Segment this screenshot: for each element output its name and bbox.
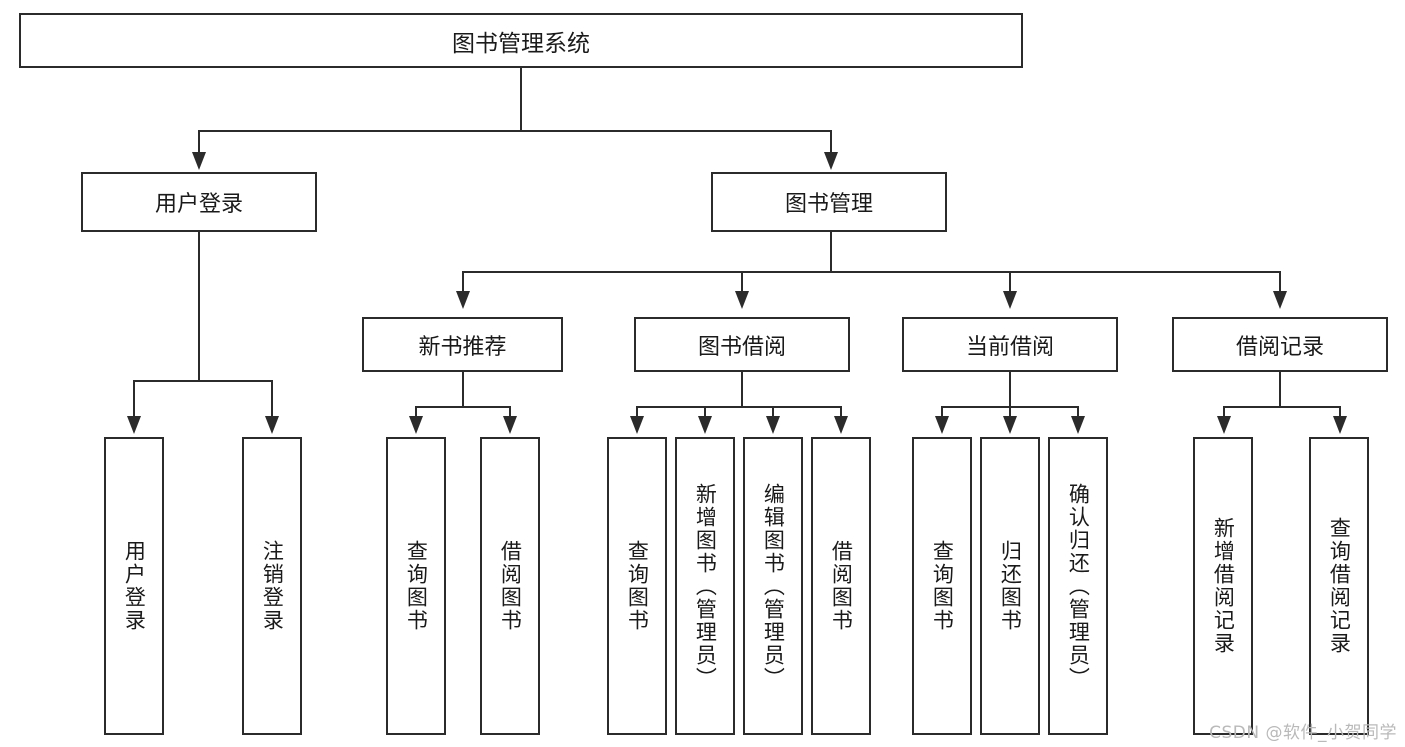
node-book-borrow-label: 图书借阅 (697, 334, 786, 360)
node-user-login[interactable]: 用户登录 (81, 172, 317, 232)
edge-book-mgmt-drop-2 (741, 271, 743, 295)
edge-current-borrow-drop-1 (941, 406, 943, 420)
leaf-book-borrow-2[interactable]: 新增图书（管理员） (675, 437, 735, 735)
arrow-book-mgmt-borrow-icon (735, 291, 749, 309)
arrow-current-borrow-leaf-2-icon (1003, 416, 1017, 434)
leaf-current-borrow-1[interactable]: 查询图书 (912, 437, 972, 735)
leaf-new-book-1[interactable]: 查询图书 (386, 437, 446, 735)
arrow-borrow-record-leaf-2-icon (1333, 416, 1347, 434)
leaf-user-login-2[interactable]: 注销登录 (242, 437, 302, 735)
node-current-borrow[interactable]: 当前借阅 (902, 317, 1118, 372)
arrow-book-mgmt-record-icon (1273, 291, 1287, 309)
arrow-book-borrow-leaf-4-icon (834, 416, 848, 434)
leaf-user-login-1-label: 用户登录 (122, 540, 147, 632)
edge-new-book-bus (415, 406, 511, 408)
arrow-book-mgmt-current-icon (1003, 291, 1017, 309)
edge-root-to-book-mgmt (830, 130, 832, 156)
leaf-book-borrow-2-label: 新增图书（管理员） (693, 482, 718, 690)
leaf-book-borrow-4-label: 借阅图书 (829, 540, 854, 632)
edge-borrow-record-stem (1279, 372, 1281, 406)
arrow-new-book-leaf-1-icon (409, 416, 423, 434)
node-borrow-record[interactable]: 借阅记录 (1172, 317, 1388, 372)
edge-book-borrow-drop-3 (772, 406, 774, 420)
edge-root-stem (520, 68, 522, 130)
leaf-current-borrow-3-label: 确认归还（管理员） (1066, 482, 1091, 690)
node-borrow-record-label: 借阅记录 (1235, 334, 1324, 360)
node-book-management[interactable]: 图书管理 (711, 172, 947, 232)
edge-user-login-drop-1 (133, 380, 135, 420)
arrow-user-login-leaf-1-icon (127, 416, 141, 434)
edge-current-borrow-drop-2 (1009, 406, 1011, 420)
arrow-current-borrow-leaf-3-icon (1071, 416, 1085, 434)
edge-borrow-record-bus (1223, 406, 1339, 408)
edge-book-mgmt-stem (830, 232, 832, 271)
arrow-current-borrow-leaf-1-icon (935, 416, 949, 434)
edge-book-mgmt-bus (462, 271, 1280, 273)
edge-book-borrow-bus (636, 406, 842, 408)
leaf-book-borrow-3[interactable]: 编辑图书（管理员） (743, 437, 803, 735)
edge-new-book-drop-1 (415, 406, 417, 420)
arrow-root-to-user-login-icon (192, 152, 206, 170)
node-root-system[interactable]: 图书管理系统 (19, 13, 1023, 68)
edge-user-login-drop-2 (271, 380, 273, 420)
leaf-new-book-2[interactable]: 借阅图书 (480, 437, 540, 735)
leaf-borrow-record-2-label: 查询借阅记录 (1327, 517, 1352, 655)
leaf-book-borrow-1-label: 查询图书 (625, 540, 650, 632)
leaf-borrow-record-2[interactable]: 查询借阅记录 (1309, 437, 1369, 735)
arrow-book-borrow-leaf-2-icon (698, 416, 712, 434)
leaf-book-borrow-3-label: 编辑图书（管理员） (761, 482, 786, 690)
edge-borrow-record-drop-2 (1339, 406, 1341, 420)
edge-book-mgmt-drop-1 (462, 271, 464, 295)
leaf-borrow-record-1-label: 新增借阅记录 (1211, 517, 1236, 655)
edge-new-book-drop-2 (509, 406, 511, 420)
arrow-new-book-leaf-2-icon (503, 416, 517, 434)
leaf-new-book-2-label: 借阅图书 (498, 540, 523, 632)
leaf-current-borrow-1-label: 查询图书 (930, 540, 955, 632)
arrow-user-login-leaf-2-icon (265, 416, 279, 434)
leaf-book-borrow-4[interactable]: 借阅图书 (811, 437, 871, 735)
edge-current-borrow-stem (1009, 372, 1011, 406)
leaf-user-login-2-label: 注销登录 (260, 540, 285, 632)
leaf-borrow-record-1[interactable]: 新增借阅记录 (1193, 437, 1253, 735)
edge-borrow-record-drop-1 (1223, 406, 1225, 420)
leaf-book-borrow-1[interactable]: 查询图书 (607, 437, 667, 735)
node-current-borrow-label: 当前借阅 (965, 334, 1054, 360)
node-book-management-label: 图书管理 (784, 192, 873, 217)
edge-book-mgmt-drop-4 (1279, 271, 1281, 295)
edge-new-book-stem (462, 372, 464, 406)
arrow-book-mgmt-new-book-icon (456, 291, 470, 309)
edge-book-borrow-drop-2 (704, 406, 706, 420)
edge-book-borrow-stem (741, 372, 743, 406)
arrow-root-to-book-mgmt-icon (824, 152, 838, 170)
edge-current-borrow-drop-3 (1077, 406, 1079, 420)
node-root-label: 图书管理系统 (452, 30, 590, 57)
arrow-borrow-record-leaf-1-icon (1217, 416, 1231, 434)
csdn-watermark: CSDN @软件_小贺同学 (1209, 723, 1397, 743)
edge-root-bus (198, 130, 832, 132)
leaf-current-borrow-2-label: 归还图书 (998, 540, 1023, 632)
node-new-book-recommend-label: 新书推荐 (418, 334, 507, 360)
edge-book-borrow-drop-1 (636, 406, 638, 420)
edge-user-login-bus (133, 380, 273, 382)
node-book-borrow[interactable]: 图书借阅 (634, 317, 850, 372)
node-new-book-recommend[interactable]: 新书推荐 (362, 317, 563, 372)
edge-user-login-stem (198, 232, 200, 380)
arrow-book-borrow-leaf-3-icon (766, 416, 780, 434)
node-user-login-label: 用户登录 (154, 192, 243, 217)
leaf-current-borrow-2[interactable]: 归还图书 (980, 437, 1040, 735)
edge-book-mgmt-drop-3 (1009, 271, 1011, 295)
arrow-book-borrow-leaf-1-icon (630, 416, 644, 434)
leaf-new-book-1-label: 查询图书 (404, 540, 429, 632)
edge-root-to-user-login (198, 130, 200, 156)
leaf-current-borrow-3[interactable]: 确认归还（管理员） (1048, 437, 1108, 735)
leaf-user-login-1[interactable]: 用户登录 (104, 437, 164, 735)
edge-book-borrow-drop-4 (840, 406, 842, 420)
